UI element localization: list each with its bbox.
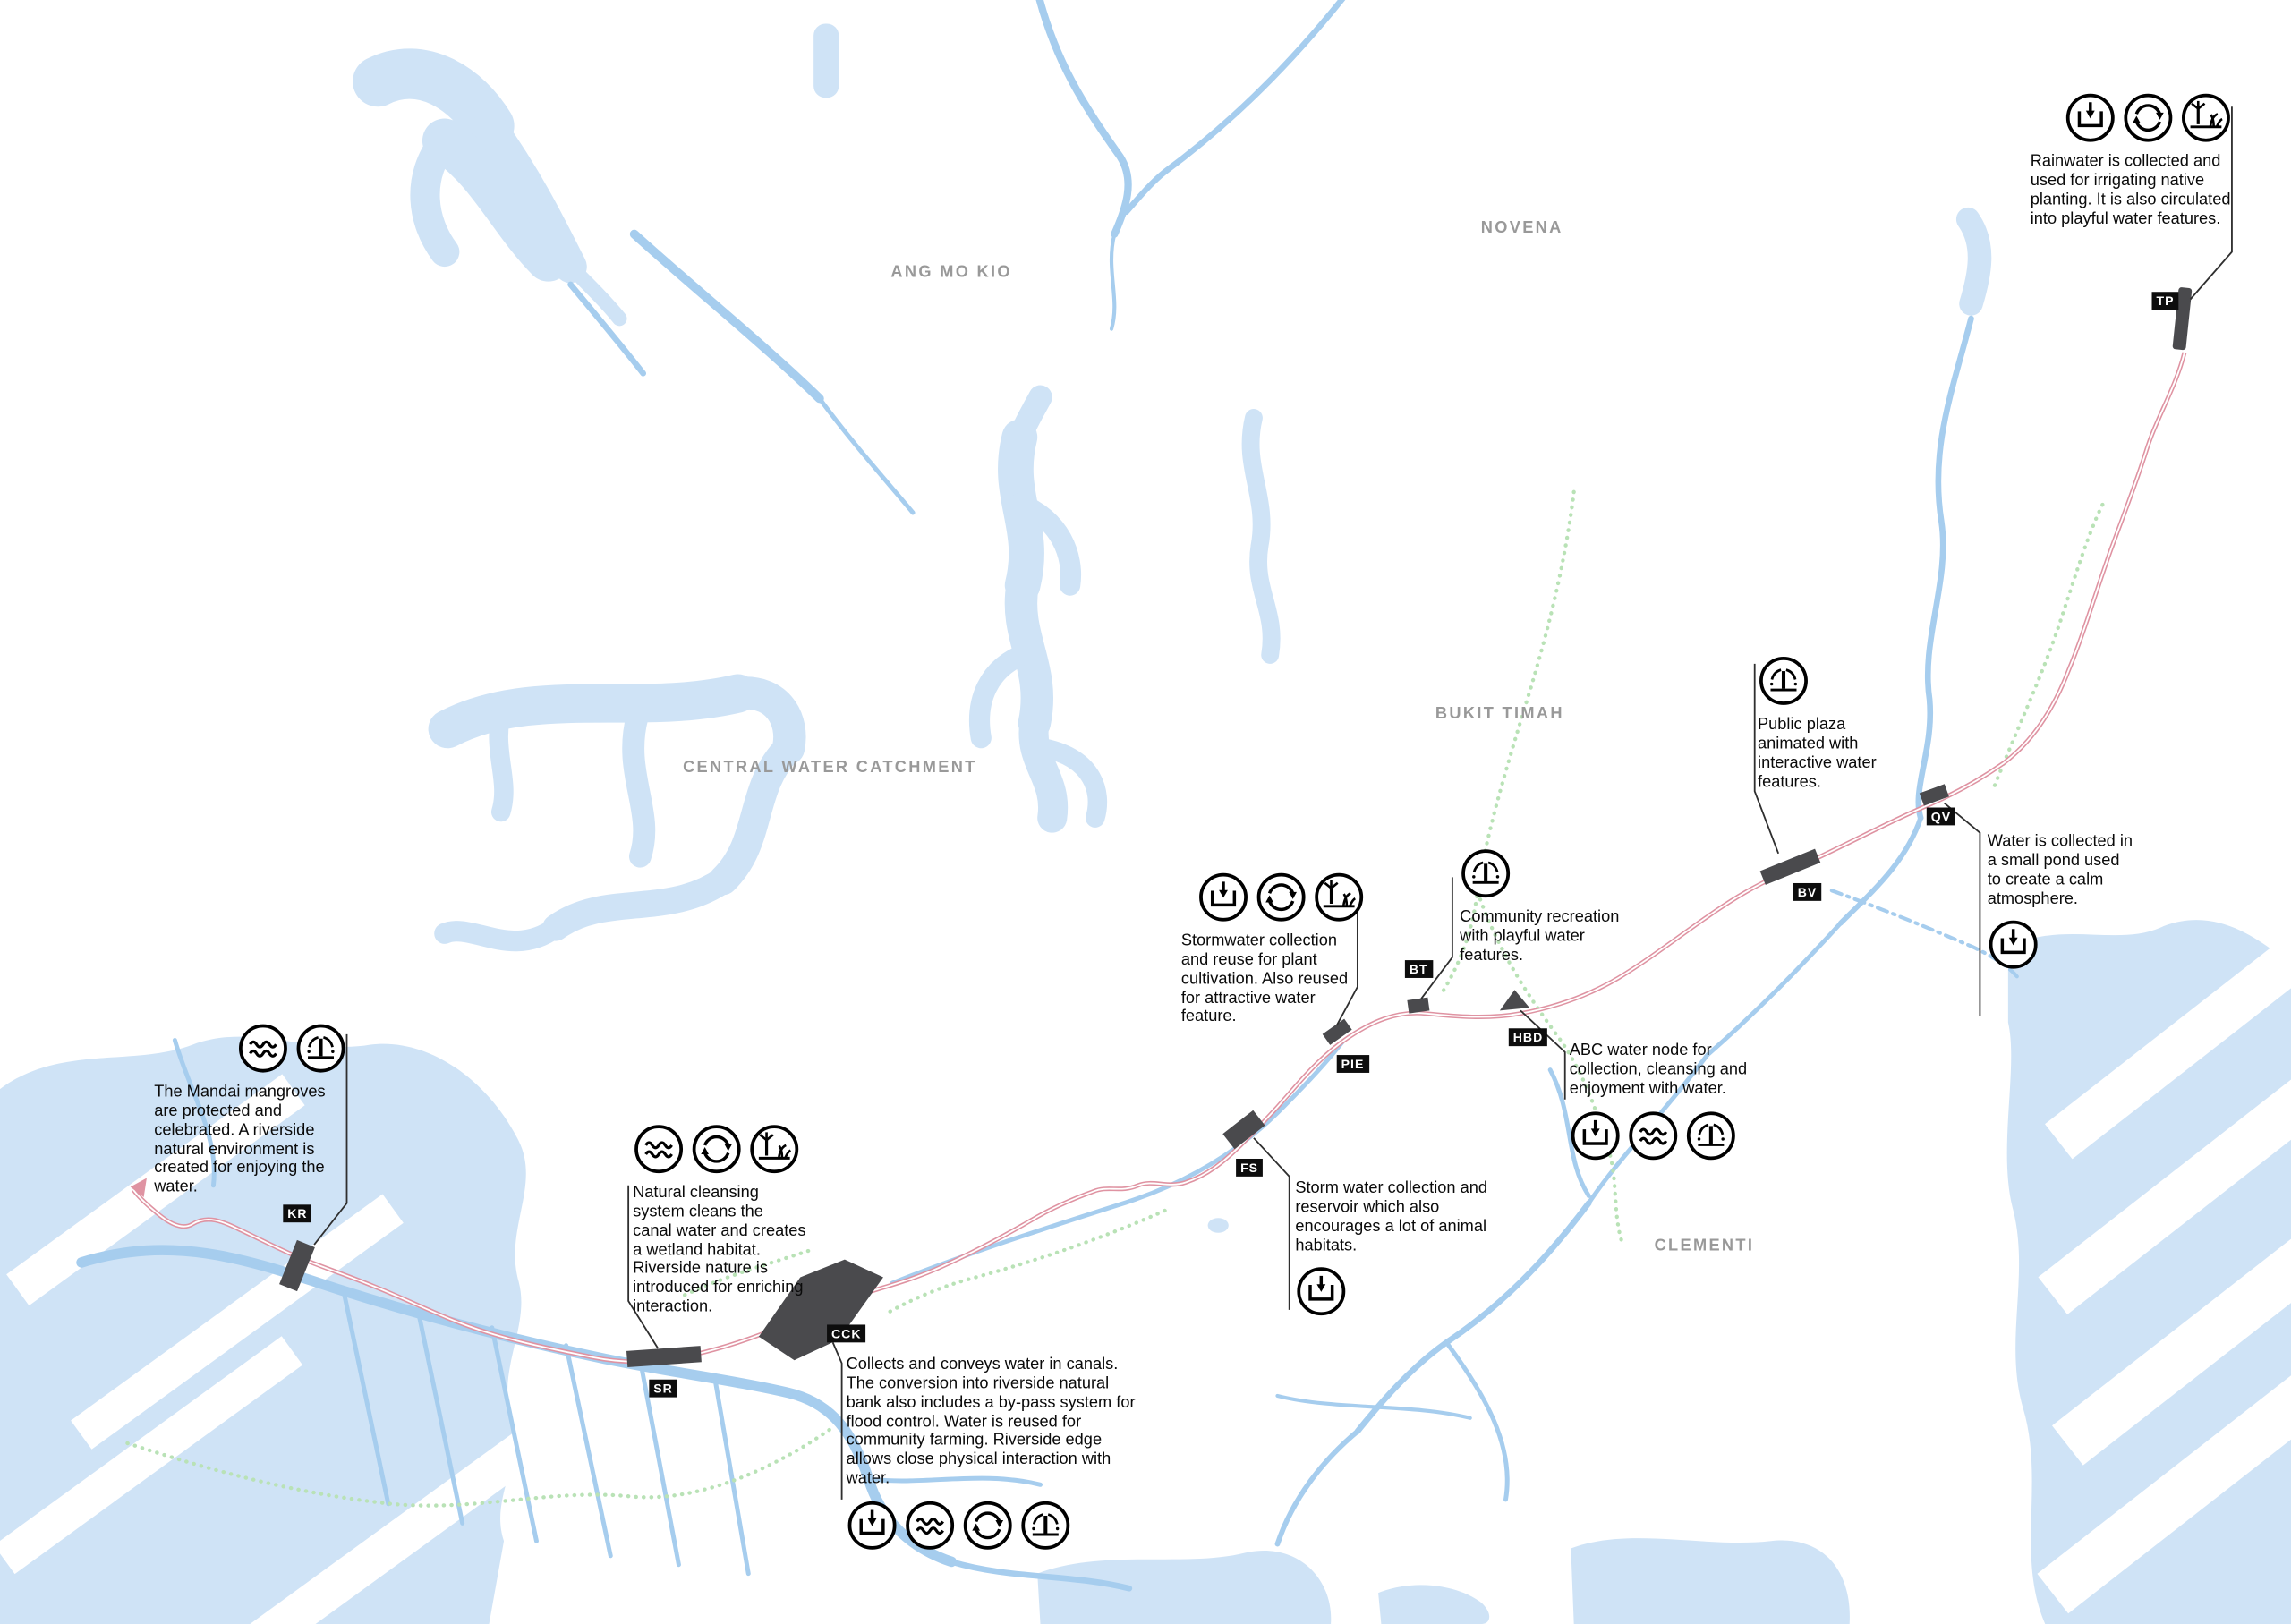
region-label-clementi: CLEMENTI — [1654, 1237, 1755, 1255]
water-collection-icon — [1295, 1266, 1347, 1318]
annotation-fs: Storm water collection and reservoir whi… — [1295, 1179, 1514, 1318]
water-collection-icon — [1570, 1110, 1622, 1161]
station-badge-bt: BT — [1404, 960, 1433, 978]
fountain-icon — [1019, 1500, 1071, 1552]
annotation-bv: Public plaza animated with interactive w… — [1758, 655, 1900, 792]
irrigation-planting-icon — [2180, 92, 2232, 144]
annotation-cck-icons — [847, 1500, 1143, 1552]
annotation-pie: Stormwater collection and reuse for plan… — [1181, 872, 1365, 1027]
recycle-icon — [691, 1123, 743, 1175]
annotation-fs-icons — [1295, 1266, 1514, 1318]
annotation-bt-text: Community recreation with playful water … — [1460, 908, 1620, 965]
region-label-ang-mo-kio: ANG MO KIO — [890, 263, 1012, 282]
annotation-bv-text: Public plaza animated with interactive w… — [1758, 715, 1877, 791]
annotation-pie-text: Stormwater collection and reuse for plan… — [1180, 931, 1349, 1026]
route-end-arrow — [130, 1178, 147, 1198]
region-label-bukit-timah: BUKIT TIMAH — [1435, 705, 1564, 724]
annotation-bt-icons — [1460, 847, 1638, 899]
annotation-kr-icons — [154, 1023, 346, 1075]
station-badge-qv: QV — [1926, 807, 1956, 826]
water-collection-icon — [847, 1500, 899, 1552]
station-marker-pie — [1322, 1018, 1352, 1045]
water-cleansing-icon — [904, 1500, 956, 1552]
annotation-tp-text: Rainwater is collected and used for irri… — [2030, 152, 2231, 228]
land-strips-layer — [0, 831, 2291, 1624]
station-marker-kr — [279, 1239, 315, 1292]
station-marker-qv — [1919, 784, 1949, 806]
annotation-hbd-icons — [1570, 1110, 1771, 1161]
station-badge-bv: BV — [1793, 882, 1822, 901]
station-badge-kr: KR — [283, 1204, 312, 1223]
station-marker-sr — [626, 1346, 702, 1368]
annotation-qv: Water is collected in a small pond used … — [1988, 833, 2136, 972]
water-cleansing-icon — [1627, 1110, 1679, 1161]
annotation-sr-icons — [633, 1123, 806, 1175]
fountain-icon — [1758, 655, 1810, 707]
station-markers-layer — [279, 287, 2193, 1368]
region-label-central-water-catchment: CENTRAL WATER CATCHMENT — [683, 758, 977, 777]
annotation-qv-icons — [1988, 919, 2136, 971]
annotation-qv-text: Water is collected in a small pond used … — [1987, 832, 2133, 908]
annotation-sr-text: Natural cleansing system cleans the cana… — [633, 1184, 806, 1316]
station-badge-cck: CCK — [827, 1324, 866, 1343]
annotation-hbd: ABC water node for collection, cleansing… — [1570, 1042, 1771, 1161]
station-marker-bv — [1759, 848, 1821, 885]
station-marker-bt — [1407, 997, 1430, 1014]
station-badge-sr: SR — [649, 1379, 677, 1398]
recycle-icon — [1256, 872, 1307, 923]
irrigation-planting-icon — [748, 1123, 800, 1175]
water-collection-icon — [2065, 92, 2116, 144]
irrigation-planting-icon — [1313, 872, 1365, 923]
annotation-bv-icons — [1758, 655, 1900, 707]
station-badge-pie: PIE — [1336, 1055, 1369, 1073]
water-bodies-layer — [0, 23, 2291, 1624]
route-line — [130, 352, 2187, 1365]
annotation-pie-icons — [1181, 872, 1365, 923]
station-badge-fs: FS — [1236, 1158, 1264, 1177]
annotation-cck: Collects and conveys water in canals. Th… — [847, 1356, 1143, 1552]
recycle-icon — [962, 1500, 1014, 1552]
annotation-sr: Natural cleansing system cleans the cana… — [633, 1123, 806, 1317]
water-collection-icon — [1988, 919, 2040, 971]
station-marker-fs — [1222, 1110, 1265, 1150]
fountain-icon — [295, 1023, 347, 1075]
annotation-tp: Rainwater is collected and used for irri… — [2031, 92, 2232, 229]
recycle-icon — [2122, 92, 2174, 144]
annotation-kr: The Mandai mangroves are protected and c… — [154, 1023, 346, 1198]
station-badge-tp: TP — [2151, 292, 2179, 310]
station-badge-hbd: HBD — [1508, 1028, 1548, 1047]
fountain-icon — [1460, 847, 1512, 899]
water-cleansing-icon — [633, 1123, 685, 1175]
water-collection-icon — [1197, 872, 1249, 923]
greenways-layer — [125, 489, 2106, 1508]
station-marker-hbd — [1499, 990, 1529, 1011]
station-marker-cck — [758, 1259, 883, 1361]
annotation-cck-text: Collects and conveys water in canals. Th… — [846, 1356, 1136, 1488]
annotation-fs-text: Storm water collection and reservoir whi… — [1295, 1179, 1488, 1254]
leader-lines-layer — [313, 106, 2233, 1500]
region-label-novena: NOVENA — [1480, 219, 1563, 237]
annotation-hbd-text: ABC water node for collection, cleansing… — [1569, 1042, 1748, 1098]
annotation-bt: Community recreation with playful water … — [1460, 847, 1638, 965]
water-cleansing-icon — [237, 1023, 289, 1075]
annotation-kr-text: The Mandai mangroves are protected and c… — [154, 1083, 326, 1196]
annotation-tp-icons — [2031, 92, 2232, 144]
fountain-icon — [1685, 1110, 1737, 1161]
